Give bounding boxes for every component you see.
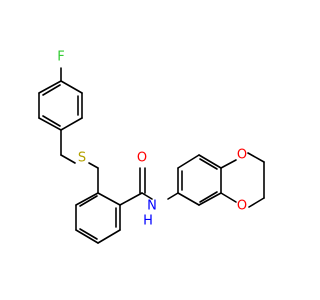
ring-carbonyl-bond — [119, 192, 143, 206]
amide-hydrogen-atom: H — [143, 214, 153, 229]
fluorophenyl-ring — [38, 80, 83, 131]
molecule-drawing: F S O N H O O — [38, 50, 265, 244]
ring-oxygen-upper-atom: O — [237, 148, 247, 163]
benzodioxane-aromatic-ring — [177, 154, 222, 206]
n-ring-bond — [167, 192, 179, 200]
structure-canvas: F S O N H O O — [38, 49, 265, 244]
carbonyl-n-bond — [141, 192, 153, 200]
fluorine-atom: F — [57, 50, 64, 65]
s-ring-bond — [88, 162, 99, 169]
ch2-s-bond — [60, 154, 76, 164]
amide-nitrogen-atom: N — [147, 199, 157, 214]
carbonyl-oxygen-atom: O — [137, 151, 147, 166]
ring-oxygen-lower-atom: O — [237, 199, 247, 214]
dioxane-ring — [220, 152, 265, 208]
benzamide-ring — [75, 167, 121, 244]
sulfur-atom: S — [78, 151, 86, 166]
